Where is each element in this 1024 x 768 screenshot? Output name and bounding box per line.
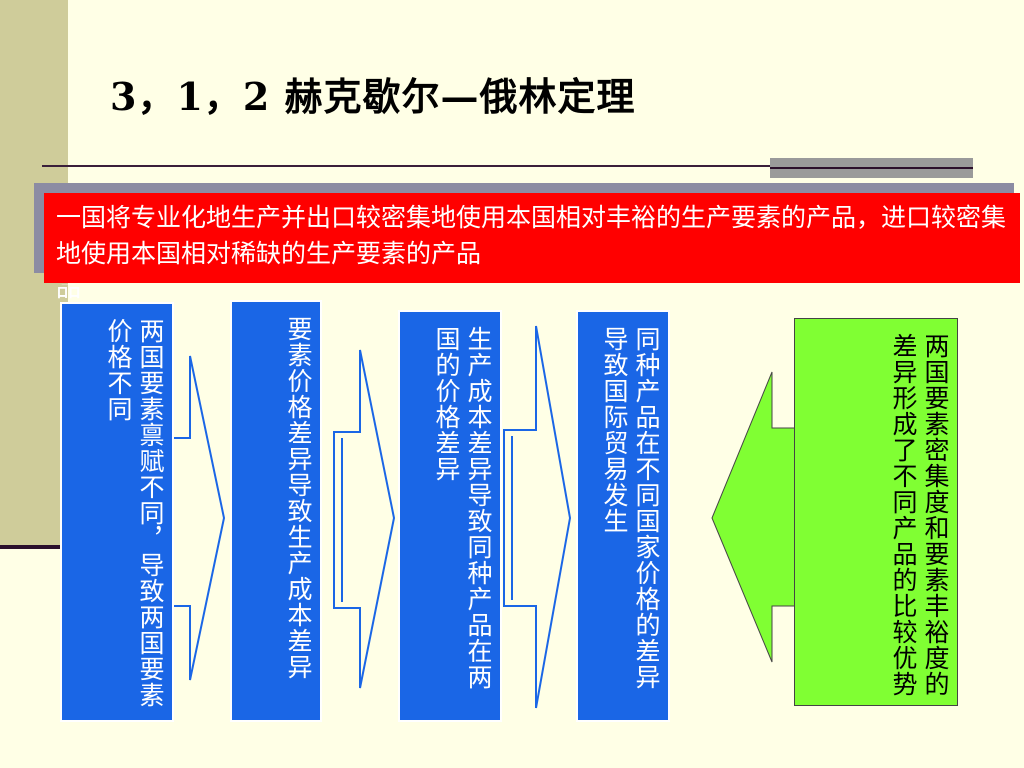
definition-overflow-text: 品 bbox=[44, 284, 104, 304]
arrow-right-3 bbox=[503, 325, 572, 709]
definition-text: 一国将专业化地生产并出口较密集地使用本国相对丰裕的生产要素的产品，进口较密集地使… bbox=[56, 203, 1007, 268]
left-decorative-line bbox=[0, 545, 68, 549]
step-box-2: 要素价格差异导致生产成本差异 bbox=[230, 300, 322, 722]
step-text-1: 两国要素禀赋不同，导致两国要素价格不同 bbox=[104, 318, 165, 708]
definition-overflow-char: 品 bbox=[56, 284, 82, 302]
step-text-4: 同种产品在不同国家价格的差异导致国际贸易发生 bbox=[600, 326, 661, 690]
conclusion-text: 两国要素密集度和要素丰裕度的差异形成了不同产品的比较优势 bbox=[889, 333, 950, 697]
step-box-3: 生产成本差异导致同种产品在两国的价格差异 bbox=[398, 310, 502, 722]
conclusion-box: 两国要素密集度和要素丰裕度的差异形成了不同产品的比较优势 bbox=[794, 318, 958, 706]
step-box-1: 两国要素禀赋不同，导致两国要素价格不同 bbox=[60, 302, 174, 722]
step-text-2: 要素价格差异导致生产成本差异 bbox=[284, 316, 313, 680]
slide-title: 3，1，2 赫克歇尔—俄林定理 bbox=[110, 74, 636, 119]
arrow-left-green bbox=[711, 371, 801, 663]
arrow-right-2 bbox=[333, 349, 396, 689]
step-text-3: 生产成本差异导致同种产品在两国的价格差异 bbox=[432, 326, 493, 690]
definition-box: 一国将专业化地生产并出口较密集地使用本国相对丰裕的生产要素的产品，进口较密集地使… bbox=[44, 193, 1020, 283]
step-box-4: 同种产品在不同国家价格的差异导致国际贸易发生 bbox=[576, 310, 670, 722]
arrow-right-1 bbox=[169, 355, 226, 681]
title-rule-bar bbox=[770, 158, 973, 178]
title-rule bbox=[42, 165, 770, 167]
